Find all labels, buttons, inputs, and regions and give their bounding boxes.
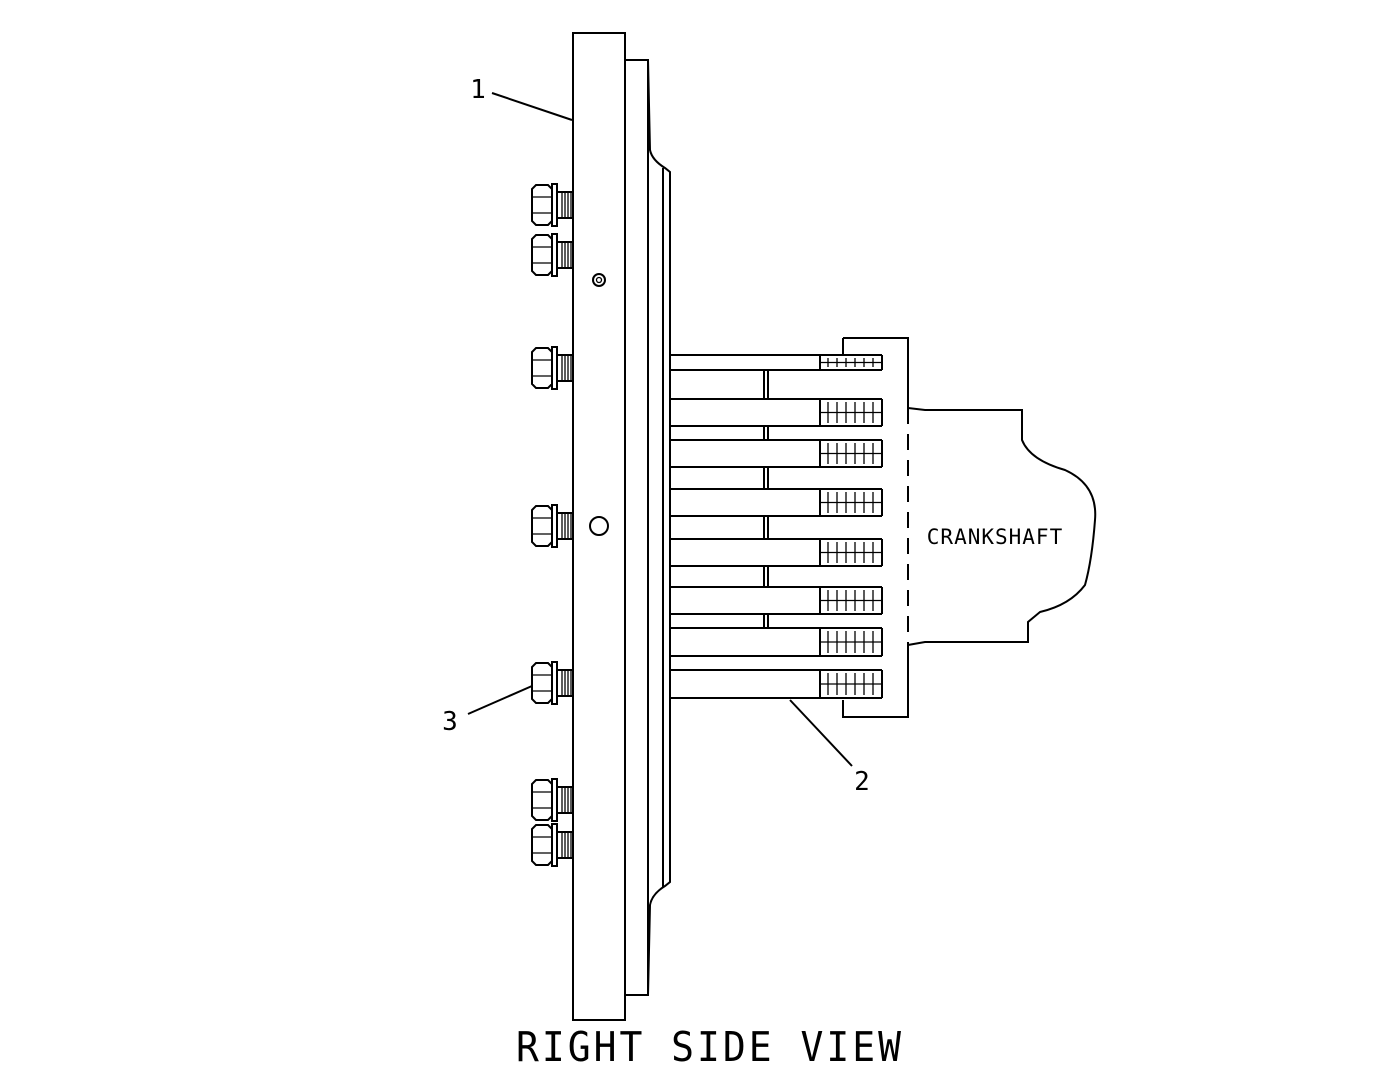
coupling-plate xyxy=(670,488,883,517)
coupling-plate xyxy=(670,669,883,699)
bolt xyxy=(531,661,574,705)
coupling-plate xyxy=(670,586,883,615)
bolt xyxy=(531,778,574,822)
callout-3: 3 xyxy=(442,707,458,737)
view-title: RIGHT SIDE VIEW xyxy=(516,1024,904,1072)
callout-leaders xyxy=(467,92,853,767)
coupling-plate xyxy=(670,627,883,657)
callout-1: 1 xyxy=(470,75,486,105)
bolt xyxy=(531,183,574,227)
callout-3-leader xyxy=(467,685,533,715)
coupling-plates xyxy=(669,338,883,699)
coupling-plate xyxy=(670,538,883,567)
small-hole xyxy=(592,273,606,287)
dowel-hole xyxy=(589,516,609,536)
flywheel-plate xyxy=(572,32,671,1021)
coupling-plate xyxy=(670,354,883,371)
coupling-assembly xyxy=(842,337,1097,718)
flywheel-bolts xyxy=(531,183,574,867)
bolt xyxy=(531,504,574,548)
callout-2-leader xyxy=(789,699,853,767)
callout-1-leader xyxy=(491,92,573,121)
coupling-plate xyxy=(670,398,883,427)
coupling-plate xyxy=(670,439,883,468)
bolt xyxy=(531,233,574,277)
bolt xyxy=(531,823,574,867)
bolt xyxy=(531,346,574,390)
callout-2: 2 xyxy=(854,767,870,797)
crankshaft-label: CRANKSHAFT xyxy=(927,525,1063,549)
